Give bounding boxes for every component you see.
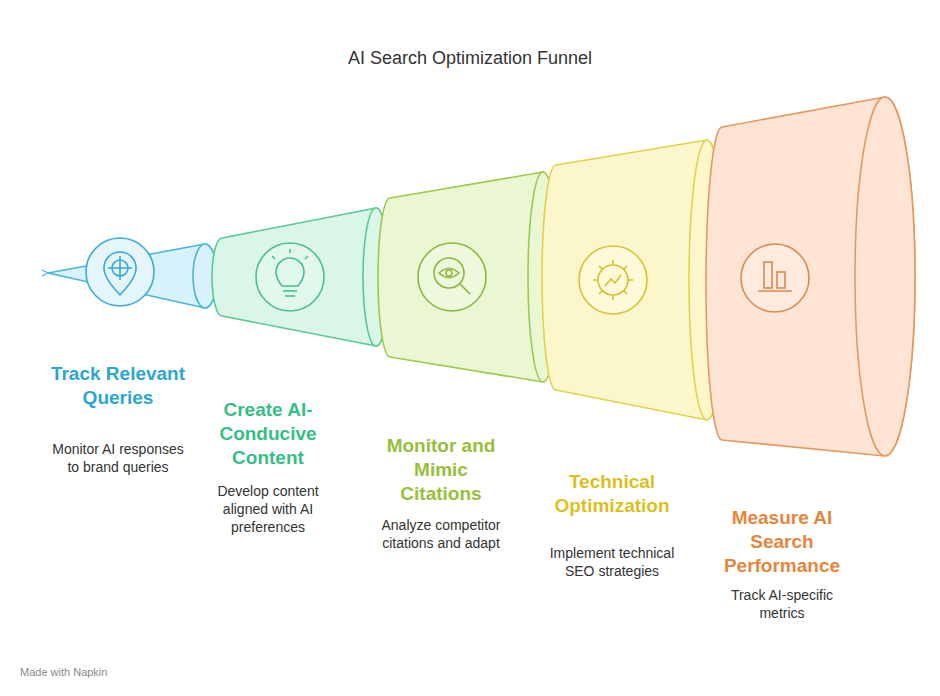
funnel-segment <box>705 95 930 635</box>
segment-body <box>48 244 217 308</box>
stage-description: Implement technical SEO strategies <box>537 544 687 580</box>
stage-heading: Measure AI Search Performance <box>702 506 862 578</box>
diagram-title: AI Search Optimization Funnel <box>0 48 940 69</box>
funnel-stage: Measure AI Search PerformanceTrack AI-sp… <box>705 95 930 635</box>
stage-heading: Create AI-Conducive Content <box>193 398 343 470</box>
funnel-stage: Technical OptimizationImplement technica… <box>540 138 730 568</box>
stage-description: Analyze competitor citations and adapt <box>371 516 511 552</box>
segment-rim <box>855 97 915 456</box>
stage-heading: Monitor and Mimic Citations <box>376 434 506 506</box>
stage-heading: Technical Optimization <box>532 470 692 518</box>
funnel-stage: Create AI-Conducive ContentDevelop conte… <box>208 205 393 535</box>
funnel-stage: Monitor and Mimic CitationsAnalyze compe… <box>376 170 561 555</box>
stage-description: Develop content aligned with AI preferen… <box>198 482 338 536</box>
segment-body <box>542 140 725 420</box>
segment-body <box>378 172 558 382</box>
stage-description: Track AI-specific metrics <box>722 586 842 622</box>
stage-heading: Track Relevant Queries <box>38 362 198 410</box>
segment-body <box>212 208 389 346</box>
stage-description: Monitor AI responses to brand queries <box>48 440 188 476</box>
cone-tip <box>42 270 48 276</box>
segment-body <box>706 97 915 456</box>
watermark: Made with Napkin <box>20 666 107 678</box>
funnel-stage: Track Relevant QueriesMonitor AI respons… <box>38 235 218 485</box>
